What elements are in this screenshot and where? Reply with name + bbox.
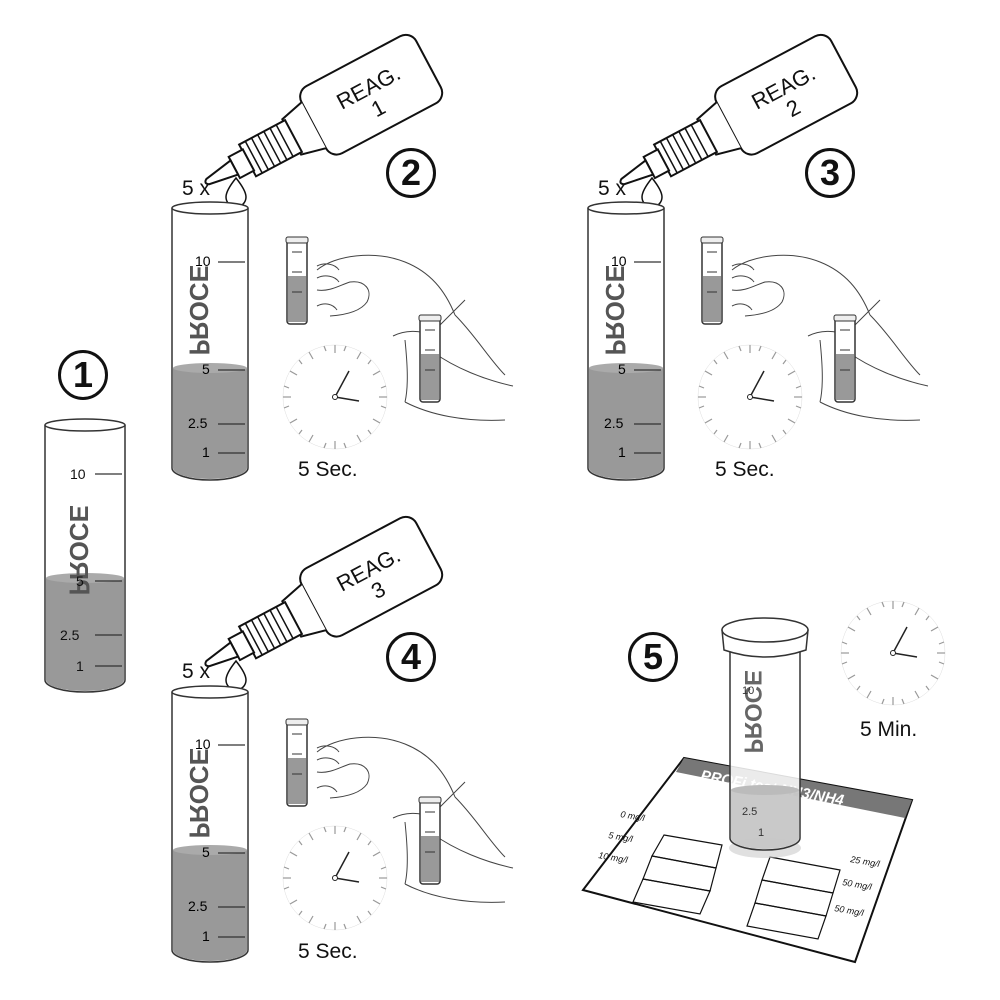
step-3-mark-2.5: 2.5: [604, 415, 624, 431]
step-4-drop-count: 5 x: [182, 660, 211, 683]
step-4-mark-5: 5: [202, 844, 210, 860]
step-3-reagent-bottle: REAG. 2: [601, 29, 863, 218]
step-2-mark-5: 5: [202, 361, 210, 377]
step-4-mark-10: 10: [195, 736, 211, 752]
step-1-mark-5: 5: [76, 573, 84, 589]
step-3-number: 3: [805, 148, 855, 198]
step-2-mark-1: 1: [202, 444, 210, 460]
step-3-wait-time: 5 Sec.: [715, 458, 775, 481]
step-5-wait-time: 5 Min.: [860, 718, 918, 741]
step-1-number: 1: [58, 350, 108, 400]
step-4-reagent-bottle: REAG. 3: [186, 511, 448, 700]
step-2-tube-brand: ƎƆOЯꟼ: [184, 265, 214, 356]
step-2-test-tube: ƎƆOЯꟼ 10 5 2.5 1: [171, 201, 249, 481]
step-5-mark-10: 10: [742, 685, 754, 697]
step-2-clock-icon: [282, 344, 388, 450]
step-3-clock-icon: [697, 344, 803, 450]
step-4-mark-1: 1: [202, 928, 210, 944]
step-3-mark-5: 5: [618, 361, 626, 377]
step-3-tube-brand: ƎƆOЯꟼ: [600, 265, 630, 356]
step-4-drop-icon: [225, 660, 247, 691]
step-4-mark-2.5: 2.5: [188, 898, 208, 914]
step-4-test-tube: ƎƆOЯꟼ 10 5 2.5 1: [171, 685, 249, 963]
step-2-reagent-bottle: REAG. 1: [186, 29, 448, 218]
step-3-test-tube: ƎƆOЯꟼ 10 5 2.5 1: [587, 201, 665, 481]
step-2-mark-2.5: 2.5: [188, 415, 208, 431]
step-4-clock-icon: [282, 825, 388, 931]
step-1-tube-brand: ƎƆOЯꟼ: [64, 505, 94, 596]
step-2-mark-10: 10: [195, 253, 211, 269]
step-4-number: 4: [386, 632, 436, 682]
step-5-test-tube: ƎƆOЯꟼ 10 2.5 1: [721, 617, 809, 858]
color-card-left-label-1: 0 mg/l: [620, 809, 647, 823]
step-2-drop-count: 5 x: [182, 177, 211, 200]
step-1-mark-2.5: 2.5: [60, 627, 80, 643]
step-3-mark-1: 1: [618, 444, 626, 460]
step-5-mark-2.5: 2.5: [742, 806, 757, 818]
step-5-tube-brand: ƎƆOЯꟼ: [739, 670, 766, 754]
step-4-shake-hands: [286, 719, 513, 902]
step-5-number: 5: [628, 632, 678, 682]
step-3-drop-count: 5 x: [598, 177, 627, 200]
step-4-tube-brand: ƎƆOЯꟼ: [184, 748, 214, 839]
step-5-clock-icon: [840, 600, 946, 706]
step-2-wait-time: 5 Sec.: [298, 458, 358, 481]
color-card-left-label-2: 5 mg/l: [608, 830, 635, 844]
step-2-number: 2: [386, 148, 436, 198]
step-1-mark-10: 10: [70, 466, 86, 482]
step-3-shake-hands: [701, 237, 928, 420]
step-4-wait-time: 5 Sec.: [298, 940, 358, 963]
step-3-mark-10: 10: [611, 253, 627, 269]
step-1-mark-1: 1: [76, 658, 84, 674]
step-5-mark-1: 1: [758, 827, 764, 839]
step-2-shake-hands: [286, 237, 513, 420]
step-1-test-tube: ƎƆOЯꟼ 10 5 2.5 1: [44, 418, 126, 693]
